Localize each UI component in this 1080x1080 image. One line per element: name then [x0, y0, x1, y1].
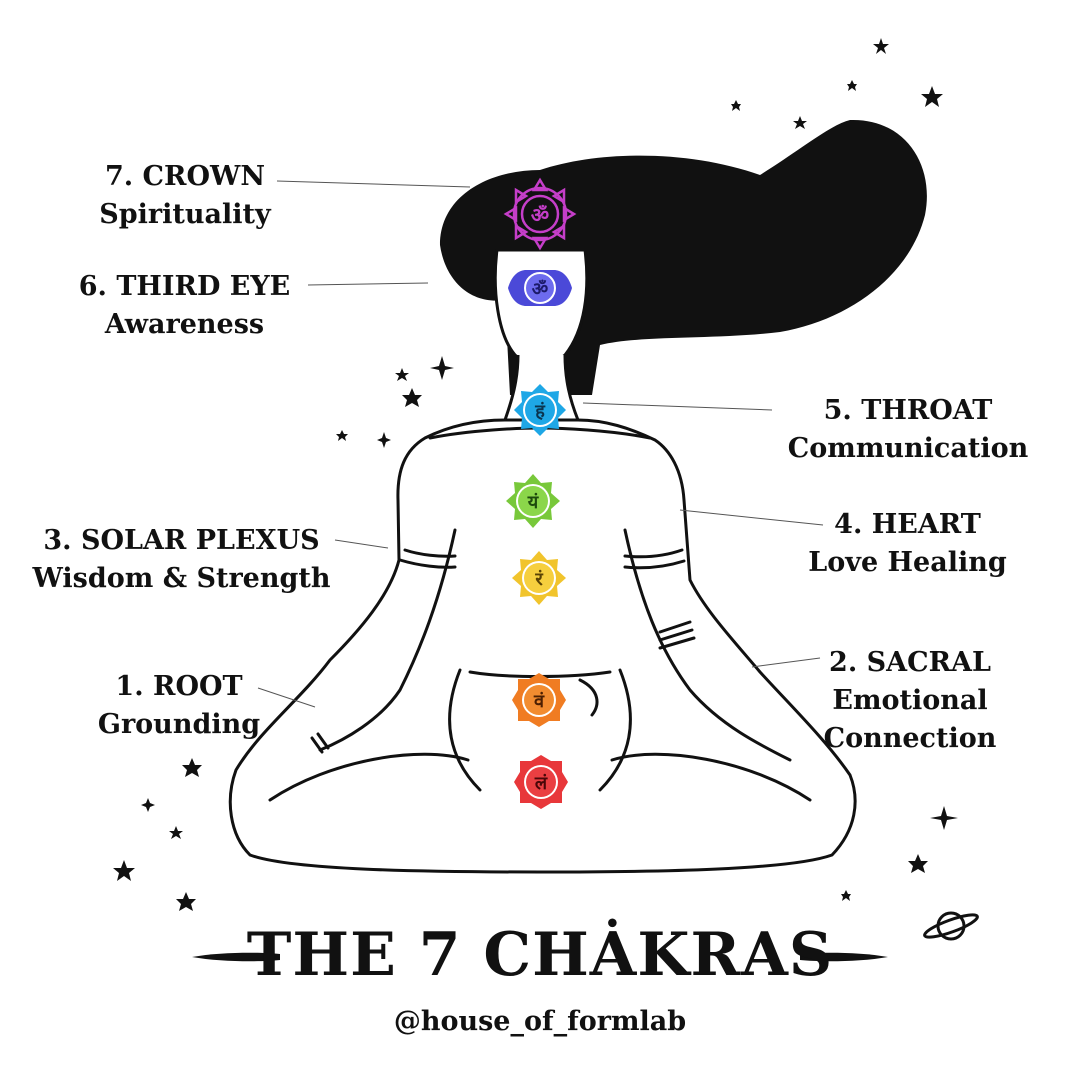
star [141, 798, 155, 812]
star [176, 892, 196, 911]
sacral-glyph: वं [533, 691, 545, 712]
crown-name: 7. CROWN [104, 161, 266, 192]
star [847, 80, 857, 91]
poster-title: THE 7 CHȦKRAS [246, 920, 834, 990]
label-heart: 4. HEART Love Healing [800, 506, 1015, 582]
label-throat: 5. THROAT Communication [778, 392, 1038, 468]
third-eye-meaning: Awareness [104, 309, 265, 340]
root-name: 1. ROOT [115, 671, 243, 702]
crown-chakra-icon: ॐ [503, 177, 577, 251]
star [169, 826, 183, 839]
heart-chakra-icon: यं [506, 474, 560, 528]
star [113, 860, 135, 881]
label-third-eye: 6. THIRD EYE Awareness [62, 268, 307, 344]
throat-glyph: हं [534, 401, 546, 422]
star [731, 100, 741, 111]
star [793, 116, 807, 129]
crown-meaning: Spirituality [99, 199, 271, 230]
author-handle: @house_of_formlab [393, 1006, 687, 1037]
root-glyph: लं [534, 773, 548, 794]
star [908, 854, 928, 873]
third-eye-chakra-icon: ॐ [508, 270, 572, 306]
leader-lines [257, 180, 824, 708]
star [395, 368, 409, 381]
stars [113, 38, 958, 911]
third-eye-glyph: ॐ [532, 279, 548, 300]
planet-icon [923, 911, 979, 941]
star [336, 430, 348, 441]
star [402, 388, 422, 407]
solar-plexus-name: 3. SOLAR PLEXUS [43, 525, 320, 556]
heart-glyph: यं [527, 492, 540, 513]
root-meaning: Grounding [97, 709, 261, 740]
star [921, 86, 943, 107]
label-root: 1. ROOT Grounding [88, 668, 270, 744]
label-sacral: 2. SACRAL Emotional Connection [815, 644, 1005, 758]
label-crown: 7. CROWN Spirituality [90, 158, 280, 234]
chakra-symbols: ॐ ॐ हं यं [503, 177, 577, 809]
heart-meaning: Love Healing [808, 547, 1007, 578]
star [377, 432, 391, 448]
throat-chakra-icon: हं [514, 384, 566, 436]
body-outline [228, 418, 857, 874]
star [873, 38, 889, 54]
sacral-name: 2. SACRAL [829, 647, 991, 678]
title-dashes [192, 952, 888, 962]
solar-plexus-glyph: रं [534, 569, 543, 590]
throat-name: 5. THROAT [823, 395, 993, 426]
star [841, 890, 851, 901]
sacral-meaning-line-1: Emotional [832, 685, 988, 716]
throat-meaning: Communication [787, 433, 1029, 464]
star [930, 806, 958, 830]
heart-name: 4. HEART [834, 509, 981, 540]
solar-plexus-chakra-icon: रं [512, 551, 566, 605]
solar-plexus-meaning: Wisdom & Strength [32, 563, 331, 594]
sacral-chakra-icon: वं [512, 673, 566, 727]
star [430, 356, 454, 380]
root-chakra-icon: लं [514, 755, 568, 809]
label-solar-plexus: 3. SOLAR PLEXUS Wisdom & Strength [24, 522, 339, 598]
sacral-meaning-line-2: Connection [823, 723, 997, 754]
crown-glyph: ॐ [531, 203, 549, 227]
star [182, 758, 202, 777]
third-eye-name: 6. THIRD EYE [78, 271, 291, 302]
